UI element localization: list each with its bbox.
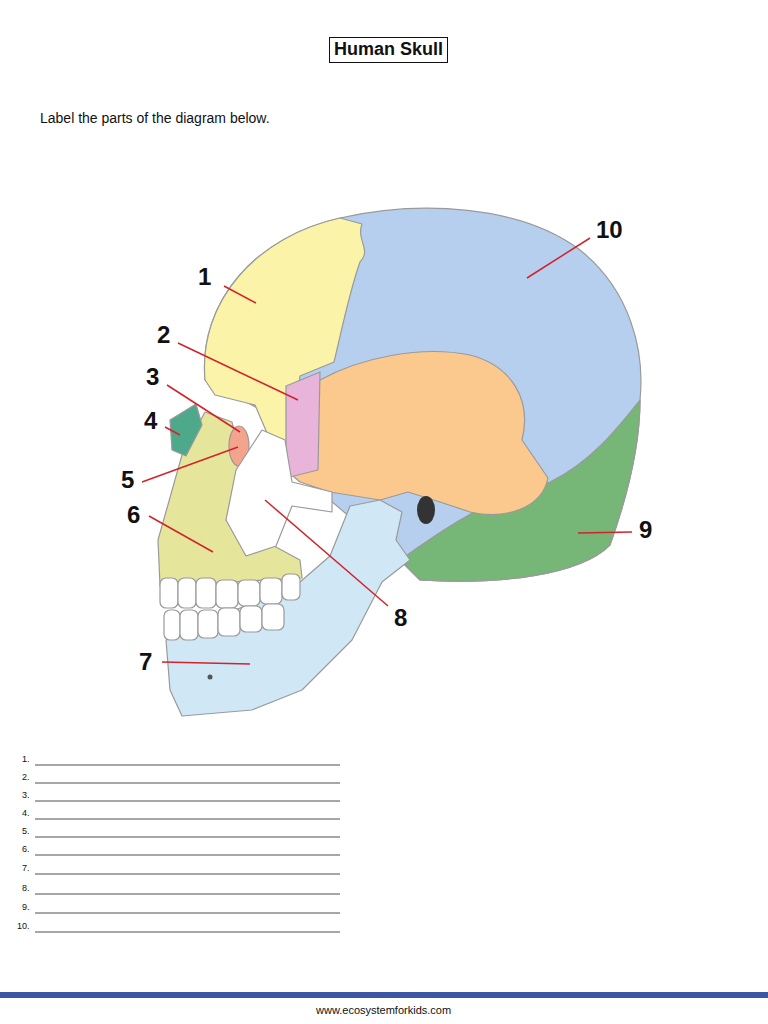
answer-line (35, 894, 340, 895)
teeth (160, 574, 300, 640)
callout-number: 4 (144, 407, 157, 435)
answer-line (35, 765, 340, 766)
callout-number: 10 (596, 216, 623, 244)
callout-number: 9 (639, 516, 652, 544)
answer-number: 7. (22, 863, 30, 873)
answer-number: 8. (22, 883, 30, 893)
leader-line (178, 343, 298, 400)
callout-number: 1 (198, 263, 211, 291)
answer-lines (35, 765, 340, 932)
answer-line (35, 913, 340, 914)
leader-line (142, 447, 238, 482)
callout-number: 7 (139, 648, 152, 676)
leader-line (162, 662, 250, 664)
callout-number: 2 (157, 321, 170, 349)
nasal-bone (170, 404, 202, 456)
callout-number: 8 (394, 604, 407, 632)
tooth (160, 578, 178, 608)
tooth (260, 578, 282, 604)
answer-line (35, 783, 340, 784)
answer-line (35, 819, 340, 820)
answer-number: 1. (22, 754, 30, 764)
leader-line (167, 385, 240, 432)
answer-line (35, 932, 340, 933)
answer-line (35, 801, 340, 802)
title-box: Human Skull (329, 37, 448, 63)
tooth (180, 610, 198, 640)
mandible-bone (166, 500, 410, 716)
tooth (282, 574, 300, 600)
leader-line (265, 500, 388, 606)
answer-line (35, 855, 340, 856)
answer-line (35, 837, 340, 838)
answer-number: 4. (22, 808, 30, 818)
instruction-text: Label the parts of the diagram below. (40, 110, 270, 126)
sphenoid-bone (286, 372, 320, 478)
ear-opening (417, 496, 435, 524)
footer-url: www.ecosystemforkids.com (316, 1004, 451, 1017)
leader-line (224, 286, 256, 303)
leader-line (149, 516, 213, 552)
tooth (196, 578, 216, 608)
mental-foramen (208, 675, 213, 680)
answer-number: 10. (17, 921, 30, 931)
callout-number: 5 (121, 466, 134, 494)
footer-bar (0, 992, 768, 998)
answer-number: 9. (22, 902, 30, 912)
leader-lines (142, 238, 632, 664)
tooth (178, 578, 196, 608)
answer-number: 5. (22, 826, 30, 836)
tooth (262, 604, 284, 630)
tooth (164, 610, 180, 640)
answer-number: 3. (22, 790, 30, 800)
answer-number: 2. (22, 772, 30, 782)
answer-number: 6. (22, 844, 30, 854)
callout-number: 3 (146, 363, 159, 391)
leader-line (527, 238, 590, 278)
tooth (216, 580, 238, 608)
zygomatic-bone (226, 430, 332, 556)
leader-line (165, 427, 180, 435)
tooth (218, 608, 240, 636)
parietal-bone (204, 208, 640, 581)
callout-number: 6 (127, 501, 140, 529)
leader-line (578, 532, 632, 533)
answer-line (35, 874, 340, 875)
tooth (240, 606, 262, 632)
tooth (198, 610, 218, 638)
skull-bones (158, 208, 641, 716)
tooth (238, 580, 260, 606)
